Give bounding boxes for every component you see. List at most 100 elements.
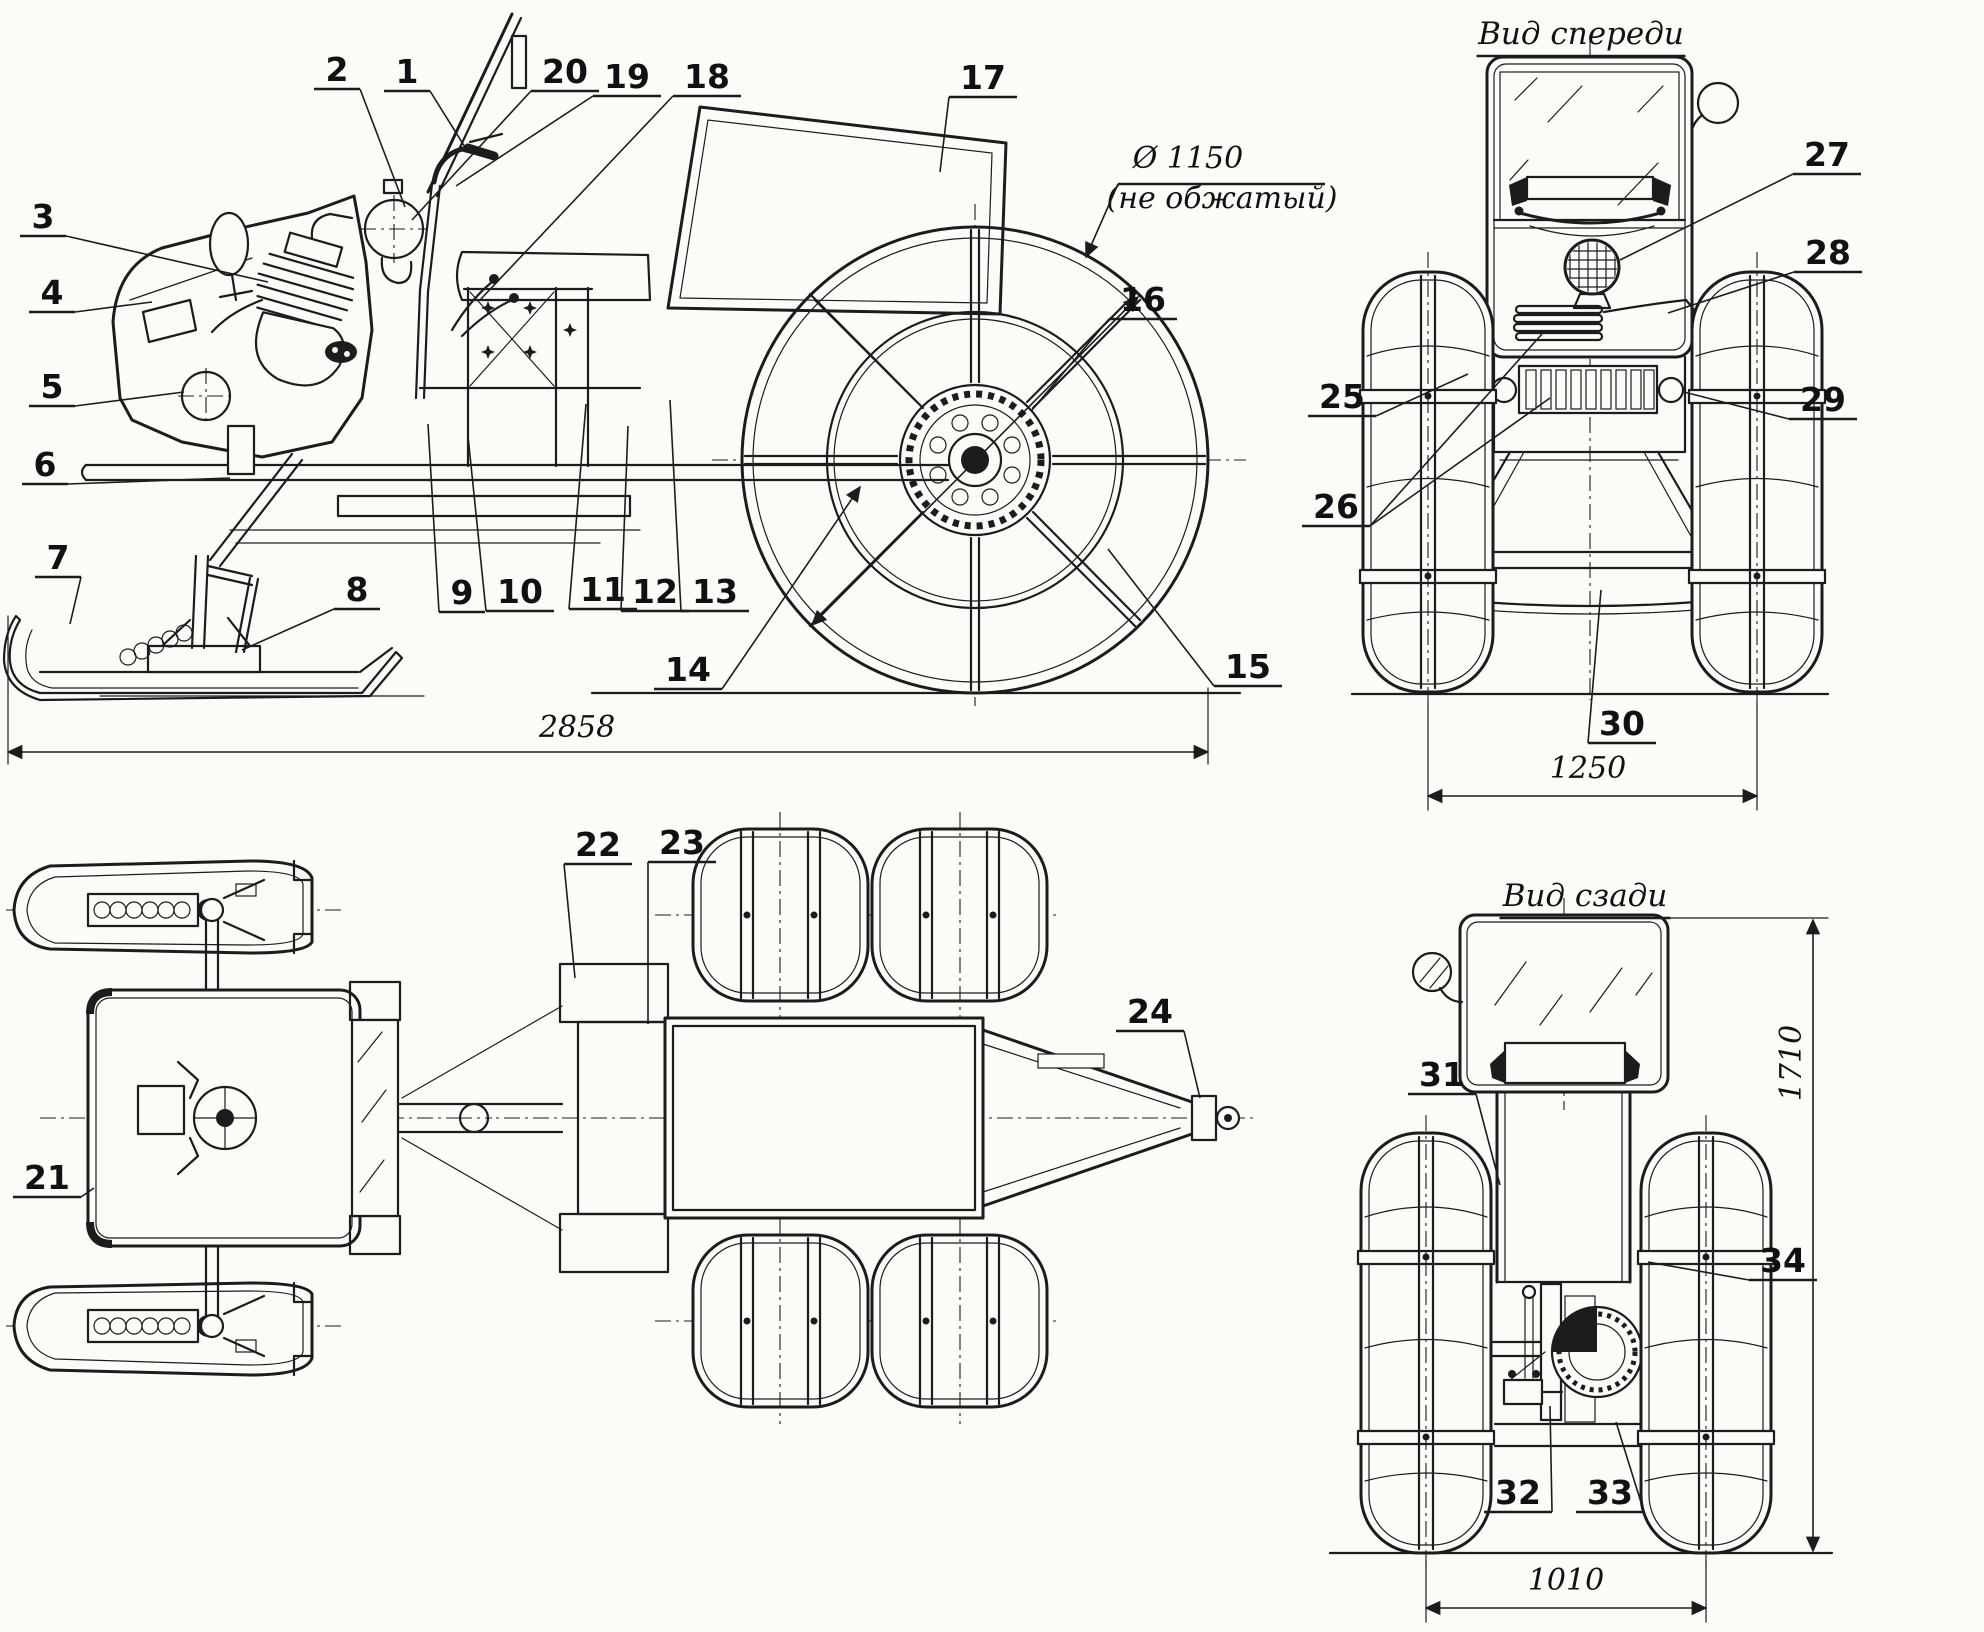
starter-lever (1602, 298, 1702, 319)
callout-9: 9 (451, 573, 474, 612)
callout-leader (74, 391, 185, 407)
dimension-label-1010: 1010 (1528, 1563, 1604, 1598)
callout-20: 20 (542, 52, 588, 91)
callout-1: 1 (396, 52, 419, 91)
callout-leader (568, 403, 587, 610)
callout-leader (1667, 271, 1795, 314)
callout-leader (563, 863, 576, 979)
callout-34: 34 (1760, 1241, 1806, 1280)
seat-cushion (455, 250, 652, 302)
callout-15: 15 (1225, 647, 1271, 686)
frame (80, 463, 950, 544)
front-view-drawing (1350, 40, 1830, 811)
muffler-fins (1512, 304, 1604, 342)
callout-33: 33 (1587, 1473, 1633, 1512)
plan-ski-left (12, 859, 314, 955)
callout-12: 12 (632, 572, 678, 611)
headlight (1563, 238, 1621, 296)
callout-leader (1683, 391, 1790, 420)
callout-17: 17 (960, 58, 1006, 97)
callout-14: 14 (665, 650, 711, 689)
diameter-note-leader (1085, 183, 1119, 259)
callout-26: 26 (1313, 487, 1359, 526)
callout-leader (67, 477, 231, 485)
callout-32: 32 (1495, 1473, 1541, 1512)
callout-leader (1369, 397, 1551, 527)
windshield-pillar (426, 12, 514, 194)
callout-3: 3 (32, 197, 55, 236)
grille-bars (1525, 369, 1655, 410)
handlebar-grip (463, 143, 499, 161)
plan-ski-right (12, 1281, 314, 1377)
callout-6: 6 (34, 445, 57, 484)
body-plan (86, 988, 362, 1248)
callout-leader (1183, 1030, 1201, 1099)
callout-leader (65, 235, 269, 283)
callout-leader (411, 90, 532, 221)
side-view-drawing (2, 12, 1246, 765)
callout-5: 5 (41, 367, 64, 406)
rear-body (1495, 1090, 1632, 1284)
front-cab (1485, 55, 1740, 359)
callout-leader (1031, 318, 1110, 411)
callout-22: 22 (575, 825, 621, 864)
headlamp-side (208, 211, 250, 277)
callout-31: 31 (1419, 1055, 1465, 1094)
callout-24: 24 (1127, 992, 1173, 1031)
transmission (1487, 1282, 1766, 1448)
callout-7: 7 (47, 538, 70, 577)
callout-19: 19 (604, 57, 650, 96)
dim-1010 (1424, 1559, 1708, 1623)
callout-25: 25 (1319, 377, 1365, 416)
callout-leader (1475, 1093, 1501, 1186)
callout-leader (74, 301, 153, 313)
drive-wheel (740, 225, 1210, 695)
callout-leader (1375, 373, 1469, 417)
engine (254, 231, 355, 387)
callout-leader (427, 423, 440, 613)
callout-leader (1107, 548, 1215, 687)
callout-leader (620, 425, 629, 612)
callout-leader (359, 88, 406, 208)
rear-glass-reflections (1494, 961, 1653, 1026)
callout-11: 11 (580, 570, 626, 609)
grille (1517, 364, 1659, 415)
diameter-arrow (810, 295, 1140, 627)
callout-leader (1587, 589, 1602, 744)
rear-cab (1411, 913, 1670, 1094)
callout-2: 2 (326, 50, 349, 89)
steering-and-tank (360, 12, 528, 400)
dim-2858 (6, 615, 1210, 765)
backrest-basket (666, 105, 1008, 316)
callout-leader (455, 95, 594, 187)
brake-cylinder (1502, 1378, 1544, 1406)
callout-leader (241, 608, 335, 651)
callout-21: 21 (24, 1158, 70, 1197)
dimension-label-2858: 2858 (538, 710, 615, 745)
callout-leader (1549, 1405, 1553, 1513)
callout-leader (467, 435, 487, 612)
hood-body (111, 194, 374, 476)
callout-leader (939, 96, 950, 173)
callout-leader (1647, 1261, 1750, 1281)
windshield-plan (348, 980, 402, 1256)
callout-16: 16 (1120, 280, 1166, 319)
dimension-label-1710: 1710 (1774, 1025, 1809, 1101)
frame-stars (481, 301, 577, 359)
front-panel (1463, 238, 1702, 461)
dim-1710 (1669, 917, 1829, 1553)
callout-leader (69, 576, 82, 625)
callout-leader (479, 95, 674, 301)
callout-23: 23 (659, 823, 705, 862)
callout-leader (669, 399, 682, 612)
seat-frame (418, 250, 652, 468)
callout-leader (1369, 333, 1543, 527)
front-ski (2, 452, 404, 702)
callout-18: 18 (684, 57, 730, 96)
callout-4: 4 (41, 273, 64, 312)
callout-leader (80, 1187, 95, 1198)
callout-10: 10 (497, 572, 543, 611)
